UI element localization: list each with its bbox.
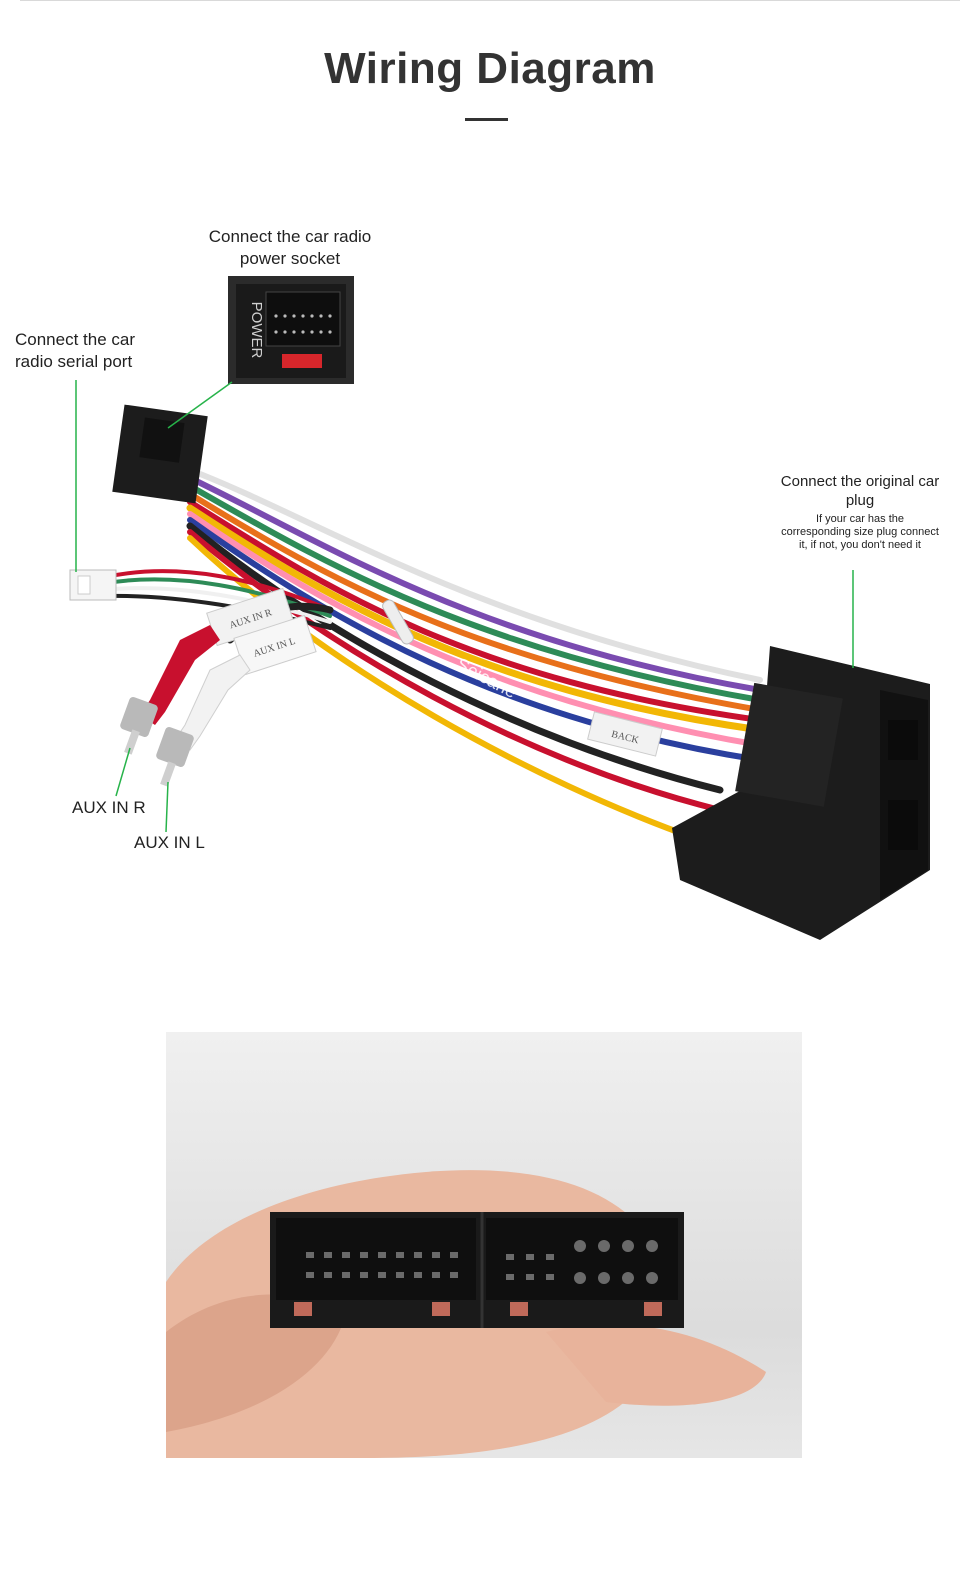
rca-plug-white — [156, 654, 251, 787]
label-power-socket: Connect the car radio power socket — [208, 227, 372, 268]
plug-in-hand-photo — [166, 1032, 802, 1458]
page-title: Wiring Diagram — [324, 44, 656, 93]
cable-tie — [382, 599, 414, 645]
leader-lines — [75, 380, 854, 833]
power-socket-inset: POWER — [228, 276, 354, 384]
label-aux-in-r: AUX IN R — [72, 798, 146, 817]
label-original-plug-note: If your car has the corresponding size p… — [781, 513, 939, 551]
wiring-harness-illustration: POWER Seicane — [69, 276, 930, 940]
label-aux-in-l: AUX IN L — [134, 833, 205, 852]
original-car-plug — [672, 646, 930, 940]
label-original-plug: Connect the original car plug — [780, 473, 940, 509]
leader-power — [167, 381, 233, 429]
leader-aux-l — [165, 781, 169, 833]
title-underline — [465, 118, 508, 121]
power-text: POWER — [248, 302, 265, 359]
serial-plug — [69, 569, 117, 601]
label-serial-port: Connect the car radio serial port — [15, 330, 136, 371]
top-divider — [20, 0, 960, 1]
radio-connector — [112, 404, 208, 504]
wire-bundle — [98, 467, 764, 843]
aux-tags: AUX IN R AUX IN L — [206, 587, 317, 676]
back-tag — [587, 711, 663, 757]
plug-photo-illustration — [166, 1170, 766, 1458]
rca-plug-red — [120, 625, 220, 755]
leader-aux-r — [115, 747, 131, 797]
